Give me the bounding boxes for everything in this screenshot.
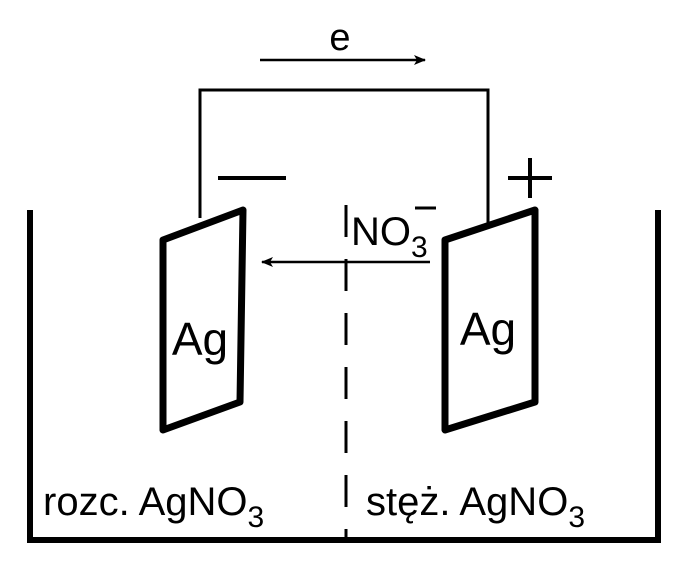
- left-electrode-label: Ag: [172, 313, 228, 365]
- plus-sign: [508, 158, 552, 198]
- right-electrode-label: Ag: [460, 303, 516, 355]
- left-solution-label: rozc. AgNO3: [43, 480, 264, 534]
- nitrate-ion-label: NO3: [351, 210, 428, 264]
- electron-label: e: [329, 17, 350, 59]
- beaker: [27, 210, 661, 543]
- right-solution-label: stęż. AgNO3: [366, 480, 585, 534]
- left-electrode: [159, 206, 247, 434]
- right-electrode: [441, 206, 539, 434]
- external-wire: [198, 88, 490, 225]
